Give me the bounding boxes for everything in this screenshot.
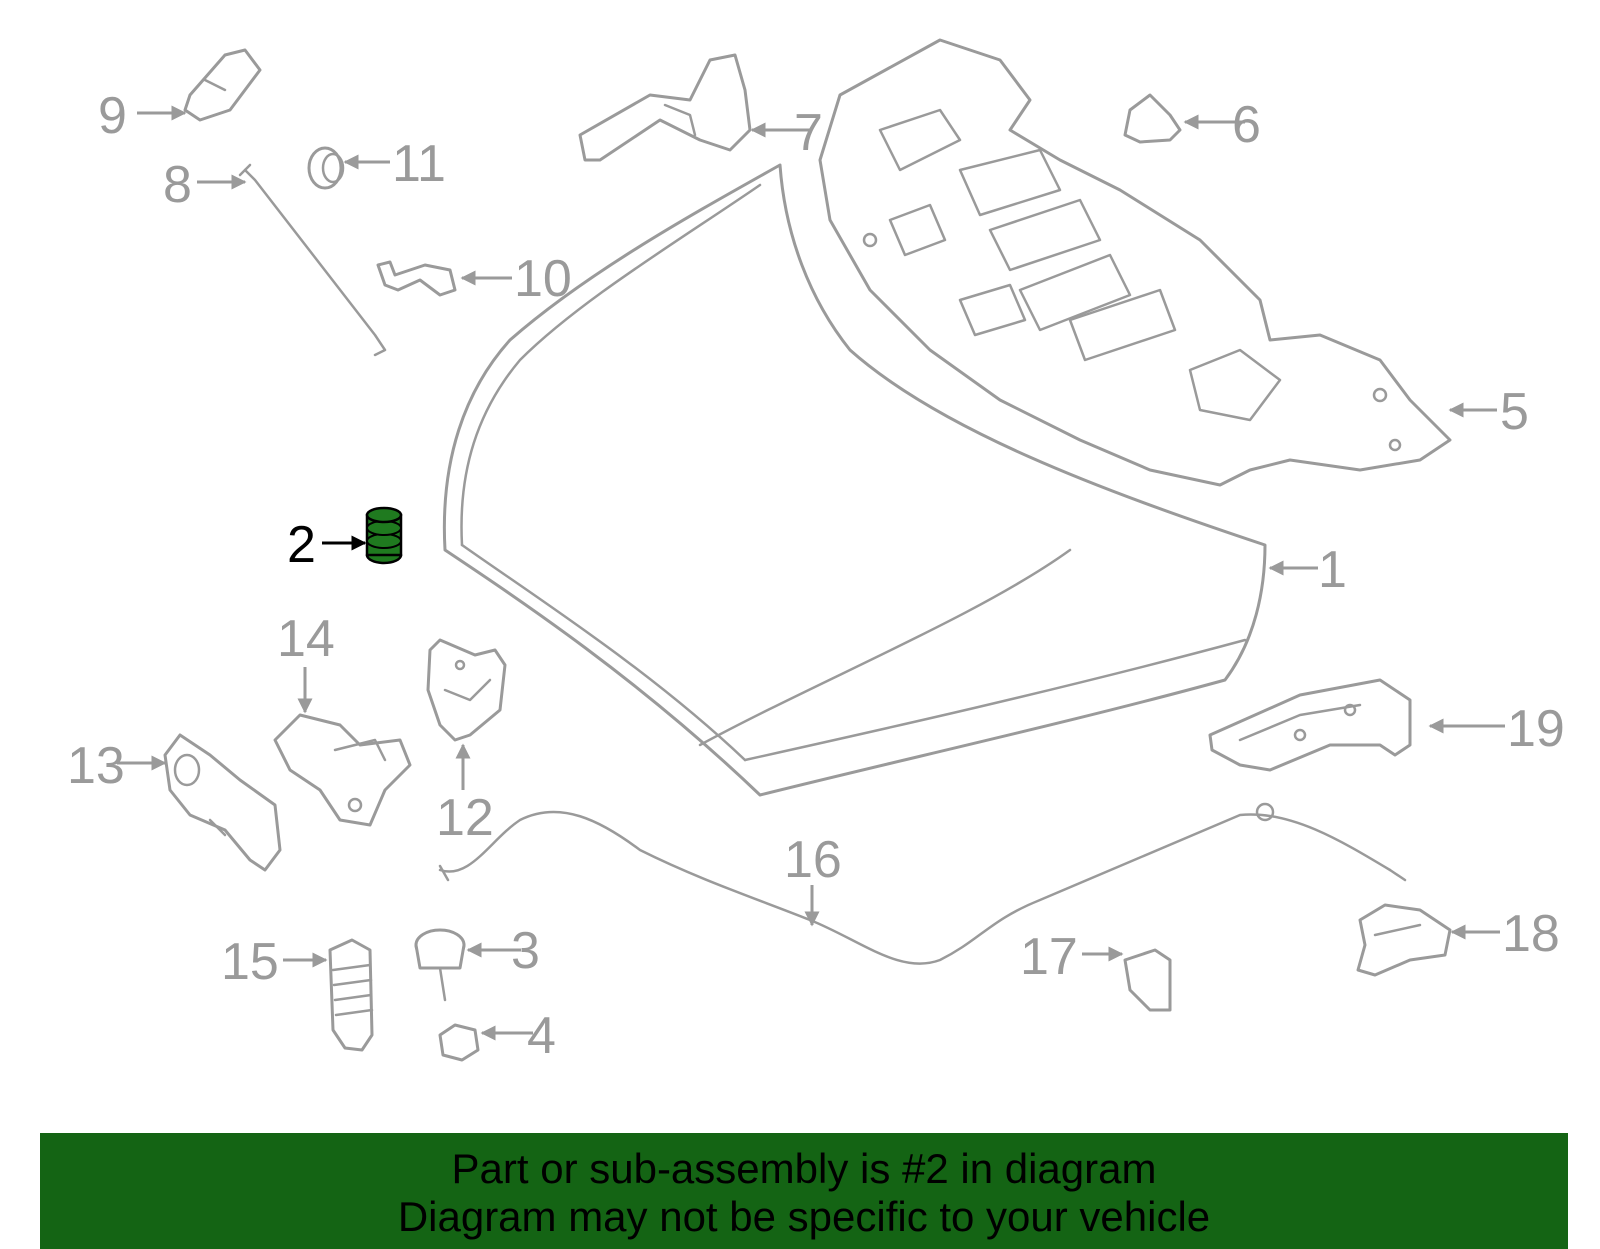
hood-panel-part-1	[442, 163, 1267, 797]
callout-1: 1	[1318, 541, 1347, 599]
striker-bracket-part-12	[426, 638, 507, 742]
callout-8: 8	[163, 156, 192, 214]
hood-bumper-part-2	[365, 506, 403, 565]
clip-part-10	[376, 260, 457, 297]
callout-14: 14	[277, 610, 335, 668]
bumper-stop-part-3	[414, 928, 466, 1002]
insulator-piece-part-17	[1123, 948, 1172, 1012]
callout-2: 2	[287, 516, 316, 574]
callout-16: 16	[784, 831, 842, 889]
callout-6: 6	[1232, 96, 1261, 154]
callout-11: 11	[392, 135, 446, 193]
hood-hinge-part-7	[578, 53, 752, 162]
callout-19: 19	[1507, 700, 1565, 758]
callout-4: 4	[527, 1007, 556, 1065]
info-banner: Part or sub-assembly is #2 in diagram Di…	[40, 1133, 1568, 1249]
banner-line-part: Part or sub-assembly is #2 in diagram	[451, 1145, 1157, 1192]
banner-line-disclaimer: Diagram may not be specific to your vehi…	[397, 1193, 1211, 1240]
callout-10: 10	[514, 250, 572, 308]
callout-leaders	[117, 105, 1505, 1041]
nut-part-4	[438, 1023, 480, 1062]
latch-part-14	[273, 713, 412, 827]
callout-3: 3	[511, 922, 540, 980]
grommet-part-11	[307, 146, 345, 190]
prop-rod-part-8	[238, 163, 387, 357]
spring-bumper-part-15	[328, 938, 374, 1052]
support-bracket-part-19	[1208, 678, 1412, 772]
hood-insulator-part-5	[818, 38, 1452, 487]
callout-7: 7	[794, 104, 823, 162]
callout-17: 17	[1020, 928, 1078, 986]
callout-labels: 9 8 11 10 7 6 5 1 2 14 13 12 19 16 3 15 …	[67, 87, 1565, 1065]
callout-13: 13	[67, 737, 125, 795]
callout-12: 12	[436, 789, 494, 847]
callout-9: 9	[98, 87, 127, 145]
callout-5: 5	[1500, 383, 1529, 441]
bracket-part-9	[183, 48, 262, 122]
latch-release-part-13	[163, 733, 282, 872]
clip-part-6	[1123, 93, 1182, 144]
release-cable-part-16	[438, 802, 1407, 965]
release-handle-part-18	[1356, 903, 1452, 977]
callout-15: 15	[221, 933, 279, 991]
callout-18: 18	[1502, 905, 1560, 963]
